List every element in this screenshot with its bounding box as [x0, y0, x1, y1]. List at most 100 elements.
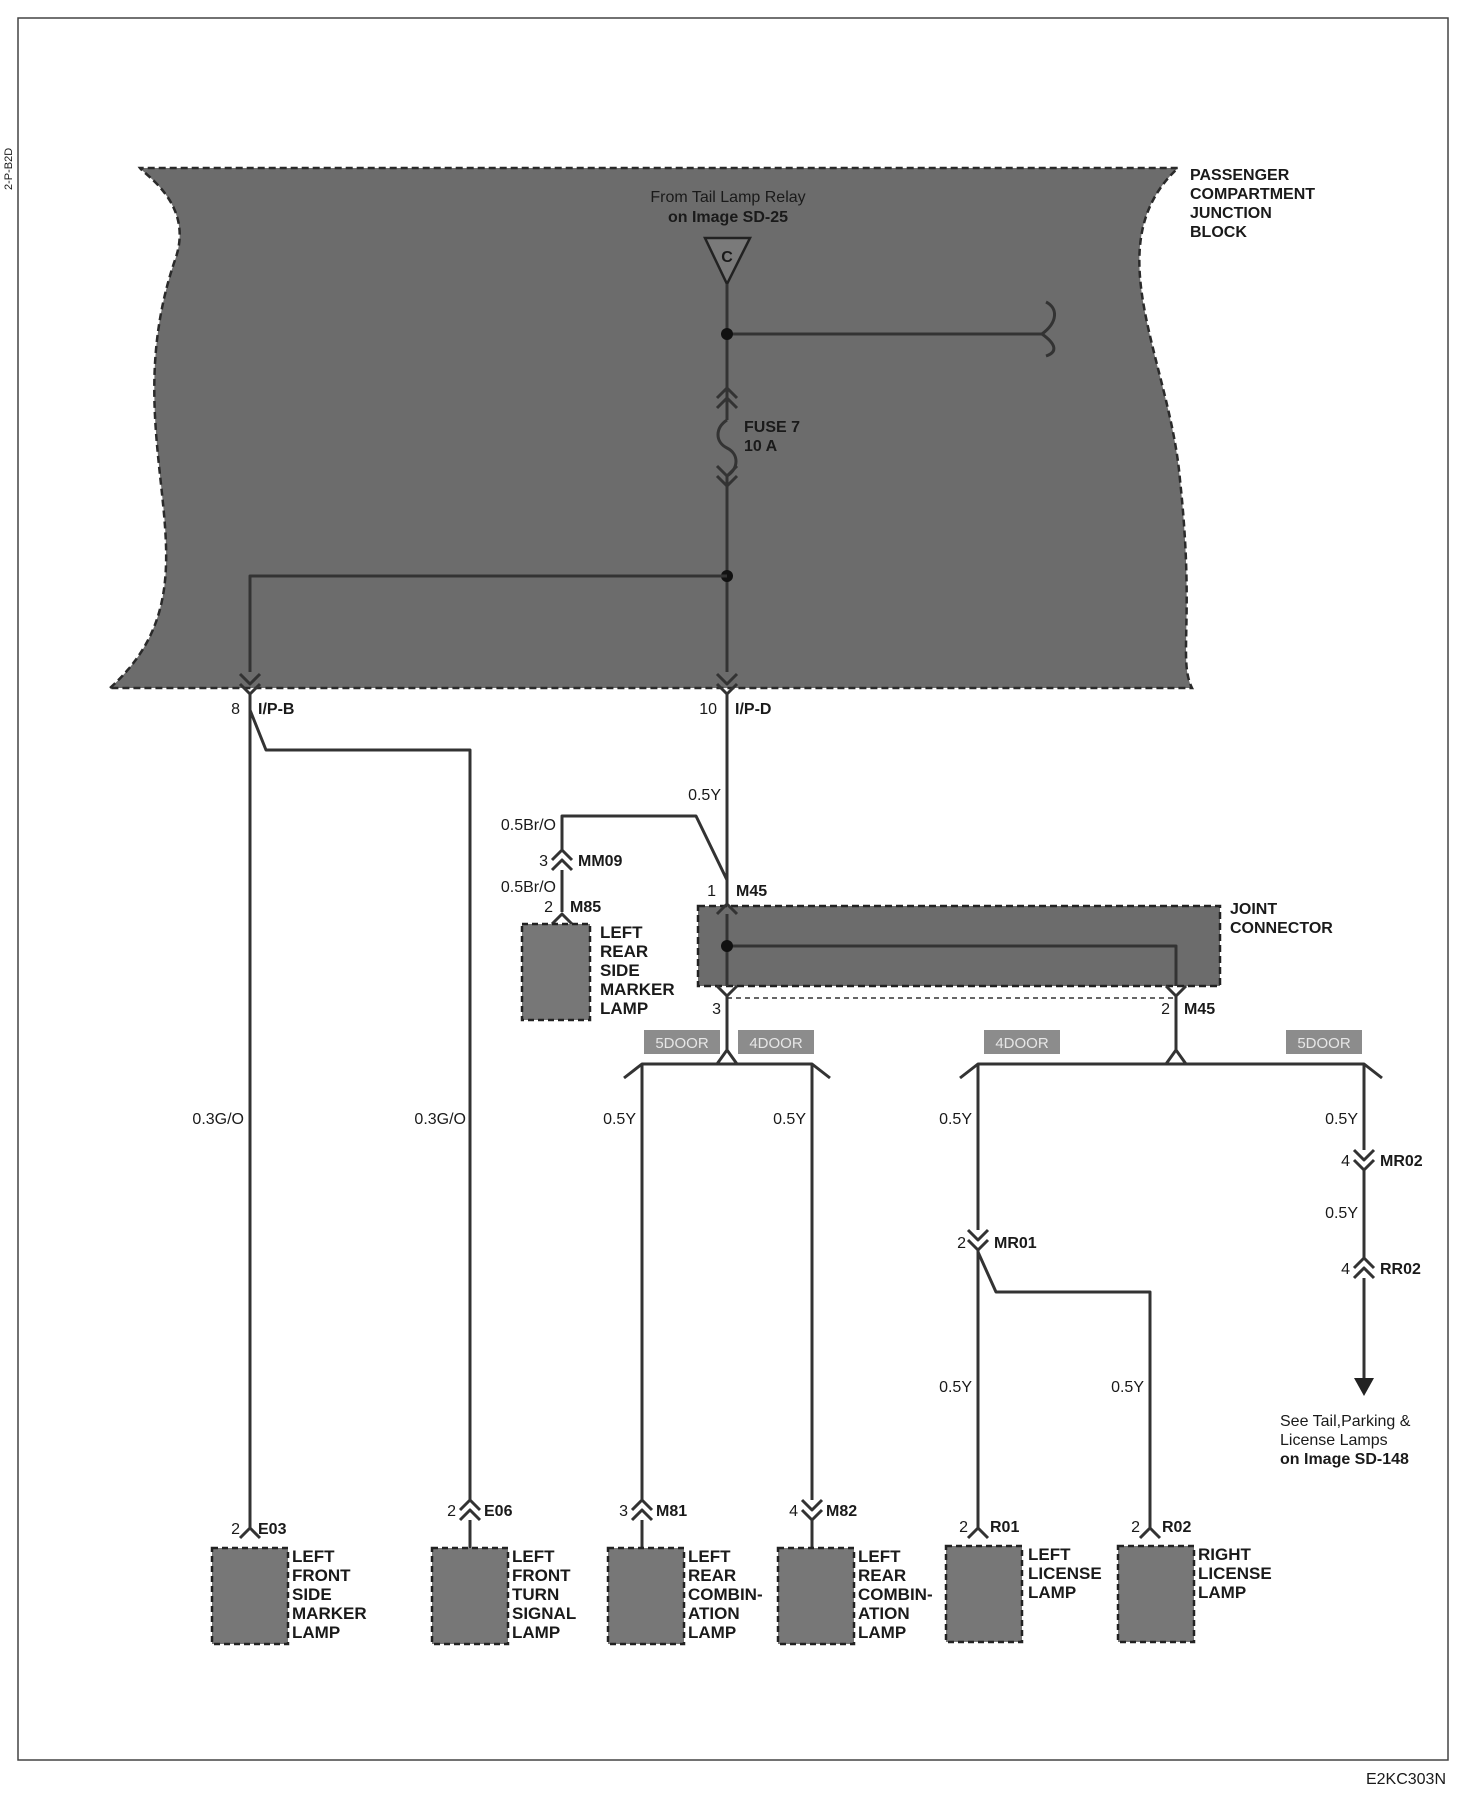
- mr02-pin: 4: [1341, 1153, 1350, 1170]
- lamp-label-line: LAMP: [600, 999, 648, 1018]
- lamp-label-line: LAMP: [1028, 1583, 1076, 1602]
- joint-out-right-icon: [1164, 984, 1188, 998]
- wire-label-mr02: 0.5Y: [1325, 1111, 1358, 1128]
- lamp-label-line: REAR: [688, 1566, 736, 1585]
- lamp-label-line: LAMP: [292, 1623, 340, 1642]
- connector-e03-icon: [238, 1526, 262, 1540]
- lamp-pin: 2: [959, 1519, 968, 1536]
- connector-rr02-icon: [1352, 1256, 1376, 1280]
- lamp-label-line: LEFT: [600, 923, 643, 942]
- lamp-label-line: LEFT: [688, 1547, 731, 1566]
- lamp-box: [944, 1544, 1024, 1644]
- junction-block-label-2: COMPARTMENT: [1190, 186, 1315, 203]
- tag-right-4door-box: [984, 1030, 1060, 1054]
- m85-pin: 2: [544, 899, 553, 916]
- lamp-box: [1116, 1544, 1196, 1644]
- joint-internal-bus: [727, 944, 1178, 986]
- tag-left-5door-box: [644, 1030, 720, 1054]
- joint-pin-left: 3: [712, 1001, 721, 1018]
- lamp-label-line: LAMP: [858, 1623, 906, 1642]
- wire-label-side-lower: 0.5Br/O: [501, 879, 556, 896]
- lamp-pin: 2: [1131, 1519, 1140, 1536]
- mm09-id: MM09: [578, 853, 623, 870]
- rr02-pin: 4: [1341, 1261, 1350, 1278]
- lamp-pin: 4: [789, 1503, 798, 1520]
- lamp-pin: 2: [447, 1503, 456, 1520]
- lamp-pin: 2: [231, 1521, 240, 1538]
- joint-label-1: JOINT: [1230, 901, 1277, 918]
- arrow-down-icon: [1354, 1378, 1374, 1396]
- tag-right-4door: 4DOOR: [995, 1035, 1049, 1052]
- joint-pin-in: 1: [707, 883, 716, 900]
- connector-c-letter: C: [721, 249, 733, 266]
- joint-splice: [721, 940, 733, 952]
- page-border: [17, 17, 1449, 1761]
- connector-r01-icon: [966, 1526, 990, 1540]
- reference-line-3: on Image SD-148: [1280, 1451, 1409, 1468]
- tag-right-5door: 5DOOR: [1297, 1035, 1351, 1052]
- lamp-label-line: SIDE: [292, 1585, 332, 1604]
- lamp-box: [520, 922, 592, 1022]
- source-ref: on Image SD-25: [668, 209, 788, 226]
- rr02-id: RR02: [1380, 1261, 1421, 1278]
- lamp-label-line: SIDE: [600, 961, 640, 980]
- junction-block-label-4: BLOCK: [1190, 224, 1247, 241]
- joint-connector-right: M45: [1184, 1001, 1215, 1018]
- connector-r02-icon: [1138, 1526, 1162, 1540]
- internal-left-wire: [248, 574, 727, 672]
- connector-m82-icon: [800, 1498, 824, 1522]
- branch-right-end: [1041, 300, 1056, 358]
- splice-top: [721, 328, 733, 340]
- wire-e06: [248, 709, 472, 1500]
- lamp-label-line: ATION: [858, 1604, 910, 1623]
- wire-label-e03: 0.3G/O: [192, 1111, 244, 1128]
- lamp-label-line: LEFT: [512, 1547, 555, 1566]
- wire-label-license: 0.5Y: [939, 1111, 972, 1128]
- lamp-box: [210, 1546, 290, 1646]
- split-left-fork: [715, 1048, 739, 1065]
- split-left-bus: [623, 1062, 831, 1080]
- lamp-left-front-side-marker: 2 E03 LEFT FRONT SIDE MARKER LAMP: [210, 1521, 367, 1646]
- lamp-box: [606, 1546, 686, 1646]
- split-right-fork: [1164, 1048, 1188, 1065]
- junction-block-shape: [106, 166, 1195, 690]
- lamp-label-line: TURN: [512, 1585, 559, 1604]
- joint-connector: 1 M45 JOINT CONNECTOR 3 2 M45: [696, 883, 1333, 1018]
- lamp-label-line: REAR: [600, 942, 648, 961]
- tag-left-4door-box: [738, 1030, 814, 1054]
- wire-label-r02: 0.5Y: [1111, 1379, 1144, 1396]
- lamp-left-front-turn-signal: 2 E06 LEFT FRONT TURN SIGNAL LAMP: [430, 1503, 576, 1646]
- joint-connector-in: M45: [736, 883, 767, 900]
- lamp-label-line: ATION: [688, 1604, 740, 1623]
- mr01-pin: 2: [957, 1235, 966, 1252]
- lamp-label-line: LICENSE: [1028, 1564, 1102, 1583]
- split-right-bus: [959, 1062, 1383, 1080]
- tag-right-5door-box: [1286, 1030, 1362, 1054]
- lamp-left-rear-side-marker: LEFT REAR SIDE MARKER LAMP: [520, 922, 675, 1022]
- lamp-left-rear-combination-5door: 3 M81 LEFT REAR COMBIN- ATION LAMP: [606, 1503, 763, 1646]
- lamp-label-line: LEFT: [858, 1547, 901, 1566]
- mr02-id: MR02: [1380, 1153, 1423, 1170]
- lamp-label-line: LAMP: [1198, 1583, 1246, 1602]
- side-code: 2-P-B2D: [3, 148, 15, 190]
- lamp-label-line: COMBIN-: [688, 1585, 763, 1604]
- reference-line-2: License Lamps: [1280, 1432, 1388, 1449]
- lamp-box: [776, 1546, 856, 1646]
- fuse-rating: 10 A: [744, 438, 778, 455]
- lamp-label-line: LAMP: [688, 1623, 736, 1642]
- connector-mr01-icon: [966, 1228, 990, 1252]
- source-text: From Tail Lamp Relay: [650, 189, 805, 206]
- lamp-label-line: RIGHT: [1198, 1545, 1252, 1564]
- tag-left-5door: 5DOOR: [655, 1035, 709, 1052]
- figure-code: E2KC303N: [1366, 1771, 1446, 1788]
- lamp-connector: R01: [990, 1519, 1019, 1536]
- lamp-label-line: FRONT: [292, 1566, 351, 1585]
- lamp-connector: E06: [484, 1503, 513, 1520]
- wire-label-m82: 0.5Y: [773, 1111, 806, 1128]
- lamp-connector: M81: [656, 1503, 687, 1520]
- connector-m81-icon: [630, 1498, 654, 1522]
- lamp-label-line: SIGNAL: [512, 1604, 576, 1623]
- tag-left-4door: 4DOOR: [749, 1035, 803, 1052]
- wire-label-main: 0.5Y: [688, 787, 721, 804]
- fuse-name: FUSE 7: [744, 419, 800, 436]
